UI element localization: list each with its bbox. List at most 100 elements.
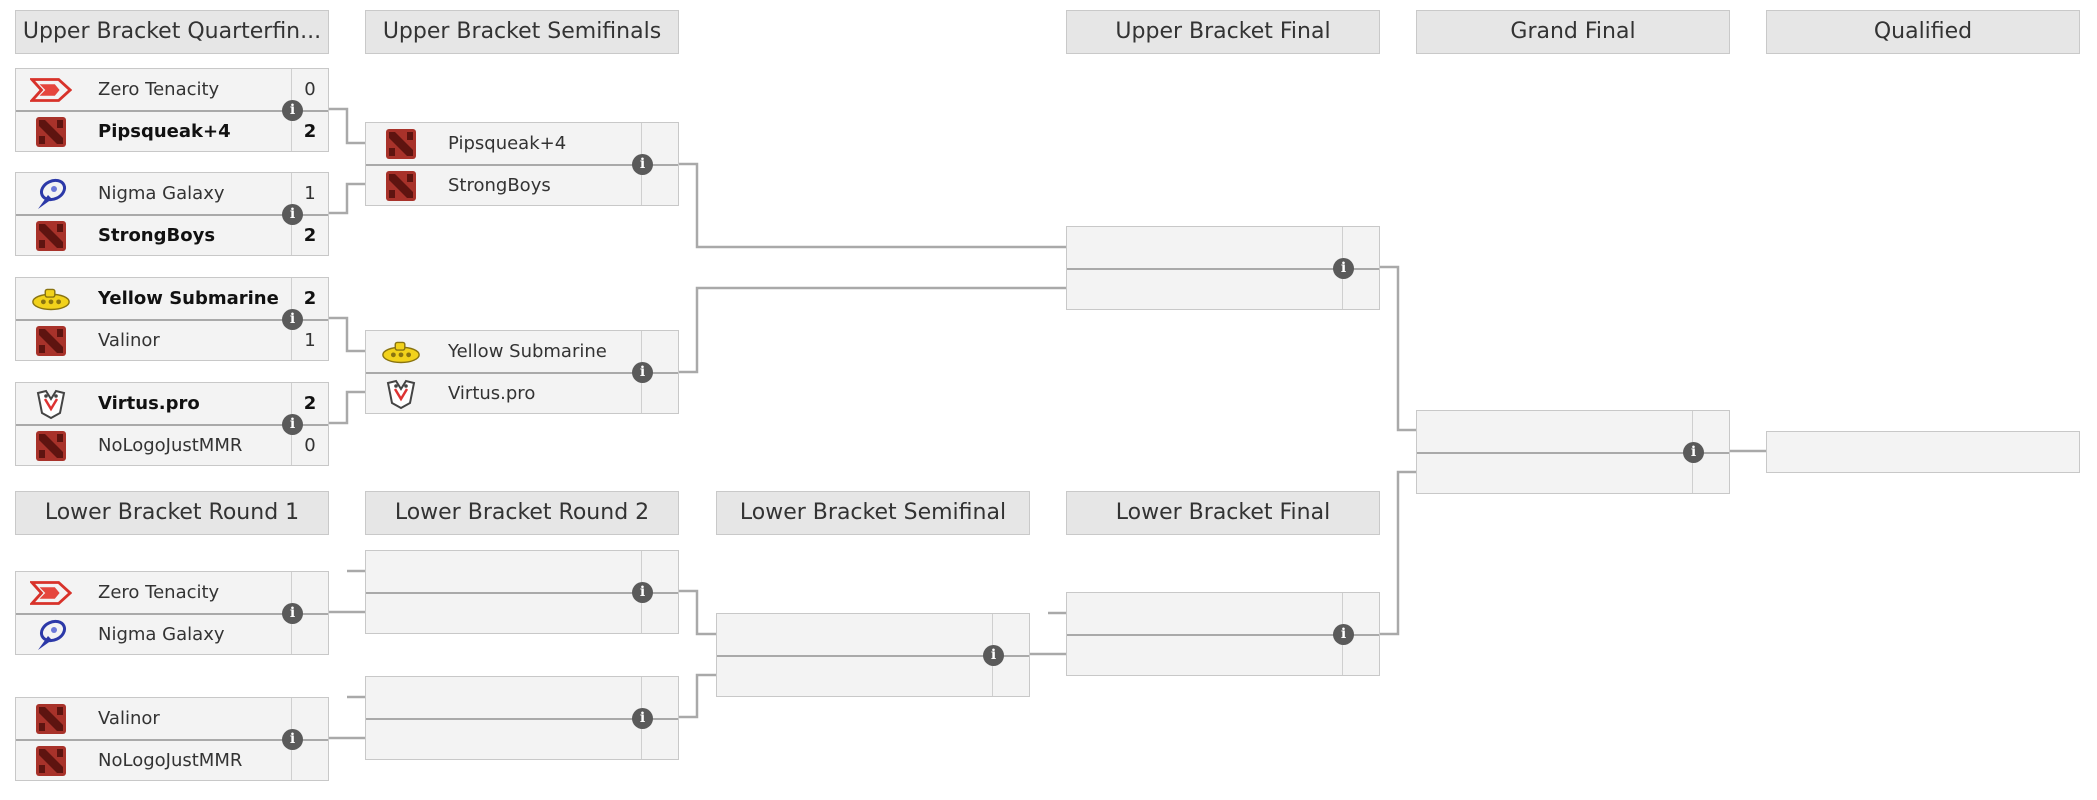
match-info-icon[interactable]: i: [632, 582, 653, 603]
match-ubsf-2[interactable]: Yellow Submarine Virtus.pro i: [365, 330, 679, 414]
zero-tenacity-logo-icon: [30, 576, 72, 610]
match-divider: [366, 592, 678, 594]
dota-logo-icon: [380, 127, 422, 161]
team-name: Zero Tenacity: [98, 582, 220, 603]
dota-logo-icon: [30, 115, 72, 149]
team-name: Virtus.pro: [98, 393, 200, 414]
team-row: Zero Tenacity 0: [16, 69, 328, 110]
match-lbr1-1[interactable]: Zero Tenacity Nigma Galaxy i: [15, 571, 329, 655]
virtus-pro-logo-icon: [380, 377, 422, 411]
match-ubqf-4[interactable]: Virtus.pro 2 NoLogoJustMMR 0 i: [15, 382, 329, 466]
team-row: Yellow Submarine: [366, 331, 678, 372]
team-name: StrongBoys: [98, 225, 216, 246]
team-row: Nigma Galaxy 1: [16, 173, 328, 214]
match-info-icon[interactable]: i: [632, 362, 653, 383]
team-row: Nigma Galaxy: [16, 614, 328, 655]
team-row: Valinor 1: [16, 320, 328, 361]
match-info-icon[interactable]: i: [282, 309, 303, 330]
team-row: Pipsqueak+4: [366, 123, 678, 164]
team-score: 2: [303, 121, 317, 142]
team-score: 2: [303, 225, 317, 246]
match-ubqf-1[interactable]: Zero Tenacity 0 Pipsqueak+4 2 i: [15, 68, 329, 152]
match-lower-bracket-semifinal[interactable]: i: [716, 613, 1030, 697]
match-info-icon[interactable]: i: [282, 414, 303, 435]
team-score: 0: [304, 79, 316, 100]
dota-logo-icon: [30, 219, 72, 253]
match-info-icon[interactable]: i: [282, 100, 303, 121]
team-name: Valinor: [98, 330, 160, 351]
header-upper-bracket-quarterfinals: Upper Bracket Quarterfin...: [15, 10, 329, 54]
match-divider: [16, 424, 328, 426]
team-name: NoLogoJustMMR: [98, 750, 243, 771]
team-row: Zero Tenacity: [16, 572, 328, 613]
header-qualified: Qualified: [1766, 10, 2080, 54]
match-divider: [16, 739, 328, 741]
match-info-icon[interactable]: i: [282, 204, 303, 225]
team-name: NoLogoJustMMR: [98, 435, 243, 456]
team-row: Pipsqueak+4 2: [16, 111, 328, 152]
match-lbr1-2[interactable]: Valinor NoLogoJustMMR i: [15, 697, 329, 781]
nigma-galaxy-logo-icon: [30, 177, 72, 211]
virtus-pro-logo-icon: [30, 387, 72, 421]
match-lbr2-1[interactable]: i: [365, 550, 679, 634]
match-info-icon[interactable]: i: [632, 708, 653, 729]
team-name: Nigma Galaxy: [98, 183, 225, 204]
team-name: Yellow Submarine: [98, 288, 279, 309]
dota-logo-icon: [380, 169, 422, 203]
match-lbr2-2[interactable]: i: [365, 676, 679, 760]
match-divider: [16, 214, 328, 216]
team-row: StrongBoys: [366, 165, 678, 206]
team-row: Yellow Submarine 2: [16, 278, 328, 319]
team-name: Pipsqueak+4: [98, 121, 231, 142]
dota-logo-icon: [30, 744, 72, 778]
match-ubsf-1[interactable]: Pipsqueak+4 StrongBoys i: [365, 122, 679, 206]
match-divider: [366, 718, 678, 720]
match-ubqf-2[interactable]: Nigma Galaxy 1 StrongBoys 2 i: [15, 172, 329, 256]
team-name: Zero Tenacity: [98, 79, 220, 100]
match-info-icon[interactable]: i: [1333, 258, 1354, 279]
team-row: Valinor: [16, 698, 328, 739]
team-score: 2: [303, 393, 317, 414]
match-info-icon[interactable]: i: [983, 645, 1004, 666]
header-grand-final: Grand Final: [1416, 10, 1730, 54]
team-score: 1: [304, 330, 316, 351]
team-row: Virtus.pro 2: [16, 383, 328, 424]
team-name: StrongBoys: [448, 175, 551, 196]
team-name: Virtus.pro: [448, 383, 536, 404]
match-divider: [1417, 452, 1729, 454]
match-grand-final[interactable]: i: [1416, 410, 1730, 494]
yellow-submarine-logo-icon: [30, 282, 72, 316]
match-divider: [717, 655, 1029, 657]
match-divider: [16, 110, 328, 112]
header-lower-bracket-round-1: Lower Bracket Round 1: [15, 491, 329, 535]
match-upper-bracket-final[interactable]: i: [1066, 226, 1380, 310]
match-divider: [16, 319, 328, 321]
header-upper-bracket-semifinals: Upper Bracket Semifinals: [365, 10, 679, 54]
team-name: Nigma Galaxy: [98, 624, 225, 645]
team-name: Pipsqueak+4: [448, 133, 567, 154]
header-lower-bracket-semifinal: Lower Bracket Semifinal: [716, 491, 1030, 535]
qualified-slot: [1766, 431, 2080, 473]
match-info-icon[interactable]: i: [282, 603, 303, 624]
match-info-icon[interactable]: i: [282, 729, 303, 750]
team-row: StrongBoys 2: [16, 215, 328, 256]
match-info-icon[interactable]: i: [1683, 442, 1704, 463]
team-row: NoLogoJustMMR: [16, 740, 328, 781]
match-info-icon[interactable]: i: [632, 154, 653, 175]
team-score: 0: [304, 435, 316, 456]
header-lower-bracket-final: Lower Bracket Final: [1066, 491, 1380, 535]
team-name: Valinor: [98, 708, 160, 729]
match-lower-bracket-final[interactable]: i: [1066, 592, 1380, 676]
match-divider: [366, 164, 678, 166]
yellow-submarine-logo-icon: [380, 335, 422, 369]
match-info-icon[interactable]: i: [1333, 624, 1354, 645]
team-row: Virtus.pro: [366, 373, 678, 414]
team-name: Yellow Submarine: [448, 341, 607, 362]
match-ubqf-3[interactable]: Yellow Submarine 2 Valinor 1 i: [15, 277, 329, 361]
header-lower-bracket-round-2: Lower Bracket Round 2: [365, 491, 679, 535]
team-score: 2: [303, 288, 317, 309]
dota-logo-icon: [30, 702, 72, 736]
match-divider: [16, 613, 328, 615]
